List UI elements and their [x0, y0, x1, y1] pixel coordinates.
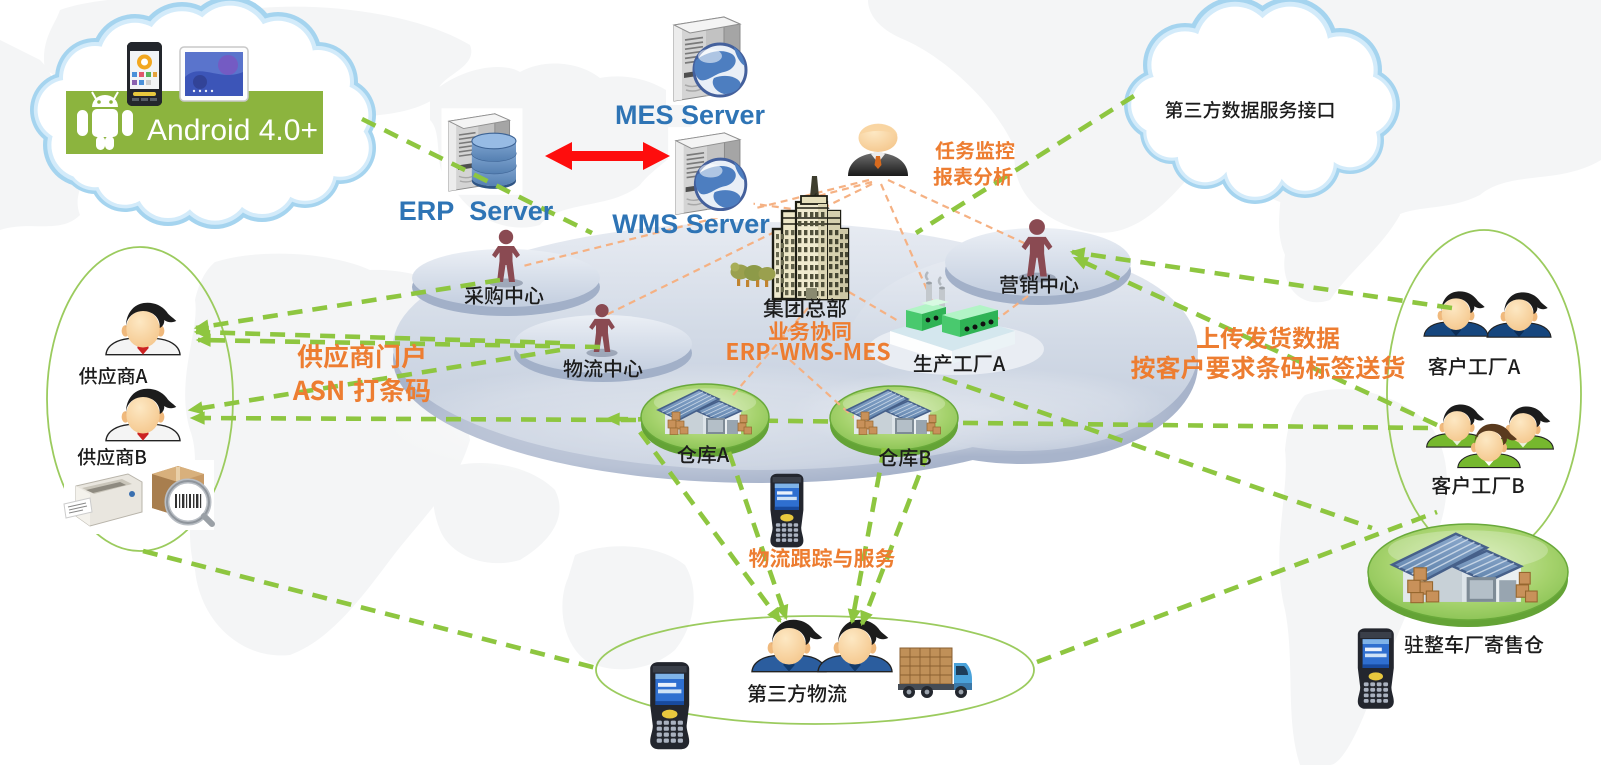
- svg-text:WMS Server: WMS Server: [612, 209, 770, 239]
- svg-text:Android 4.0+: Android 4.0+: [147, 114, 318, 147]
- svg-text:ERP Server: ERP Server: [399, 196, 554, 226]
- svg-text:MES Server: MES Server: [615, 100, 766, 130]
